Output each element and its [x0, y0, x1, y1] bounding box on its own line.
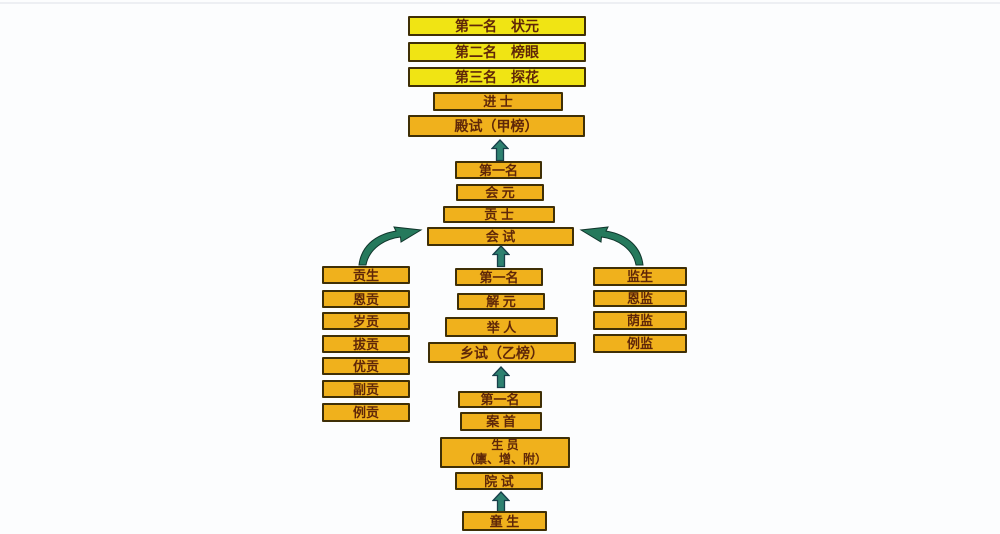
up-arrow-icon	[492, 245, 510, 268]
box-fugong: 副贡	[322, 380, 410, 398]
box-bagong: 拔贡	[322, 335, 410, 353]
curved-arrow-left-icon	[358, 226, 423, 266]
box-yougong: 优贡	[322, 357, 410, 375]
box-xiangshi-exam: 乡试（乙榜）	[428, 342, 576, 363]
box-xiangshi-rank1: 第一名	[455, 268, 543, 286]
box-jinshi: 进 士	[433, 92, 563, 111]
box-huishi-exam: 会 试	[427, 227, 574, 246]
box-gongsheng: 贡生	[322, 266, 410, 284]
box-tongsheng: 童 生	[462, 511, 547, 531]
box-suigong: 岁贡	[322, 312, 410, 330]
box-yinjian: 荫监	[593, 311, 687, 330]
box-jieyuan: 解 元	[457, 293, 545, 310]
box-shengyuan-line2: （廪、增、附）	[462, 451, 547, 466]
box-huishi-rank1: 第一名	[455, 161, 542, 179]
box-shengyuan-line1: 生 员	[491, 437, 519, 452]
box-yuanshi-exam: 院 试	[455, 472, 543, 490]
box-huiyuan: 会 元	[456, 184, 544, 201]
curved-arrow-right-icon	[579, 226, 644, 266]
box-lijian: 例监	[593, 334, 687, 353]
up-arrow-icon	[491, 139, 509, 162]
box-anshou: 案 首	[460, 412, 542, 431]
box-dianshi-rank2-bangyan: 第二名 榜眼	[408, 42, 586, 62]
box-shengyuan: 生 员 （廪、增、附）	[440, 437, 570, 468]
box-dianshi-rank1-zhuangyuan: 第一名 状元	[408, 16, 586, 36]
box-juren: 举 人	[445, 317, 558, 337]
box-gongshi: 贡 士	[443, 206, 555, 223]
box-jiansheng: 监生	[593, 267, 687, 286]
box-dianshi-exam: 殿试（甲榜）	[408, 115, 585, 137]
box-dianshi-rank3-tanhua: 第三名 探花	[408, 67, 586, 87]
box-enjian: 恩监	[593, 290, 687, 307]
box-engong: 恩贡	[322, 290, 410, 308]
box-yuanshi-rank1: 第一名	[458, 391, 542, 408]
box-ligong: 例贡	[322, 403, 410, 422]
up-arrow-icon	[492, 366, 510, 389]
